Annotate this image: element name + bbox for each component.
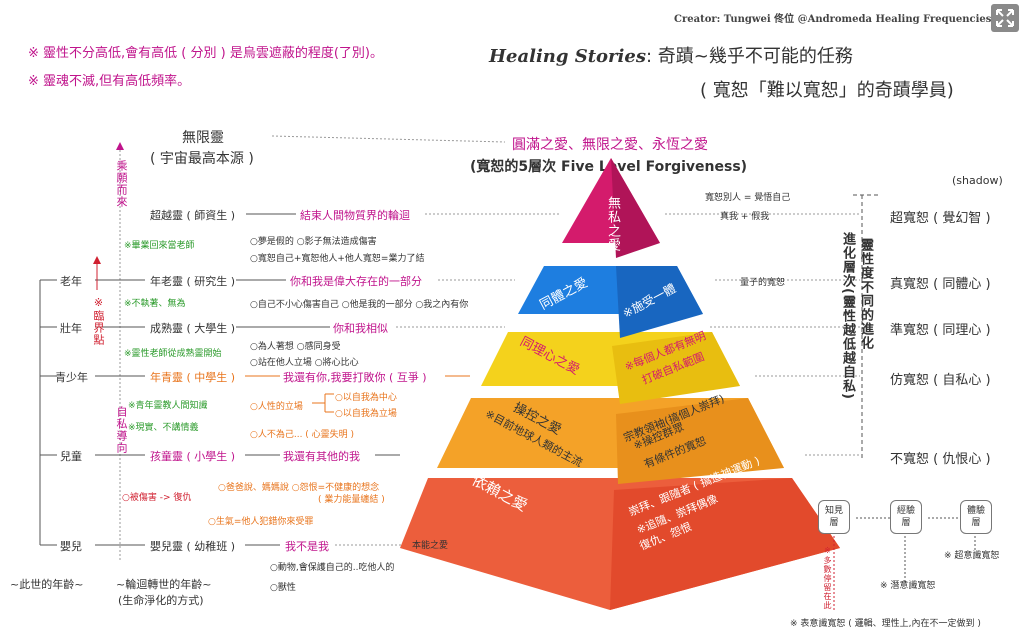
box-experience-label: 經驗層 <box>896 506 915 528</box>
level-young: 年青靈 ( 中學生 ) <box>150 371 236 384</box>
detail-empathy-2: ○站在他人立場 ○將心比心 <box>250 358 359 368</box>
infinite-spirit-sub: ( 宇宙最高本源 ) <box>150 151 254 167</box>
detail-anger: ○生氣=他人犯錯你來受罪 <box>208 517 314 527</box>
phrase-young: 我還有你,我要打敗你 ( 互爭 ) <box>283 371 427 384</box>
detail-beast: ○獸性 <box>270 583 296 593</box>
detail-part-of-me: ○自己不小心傷害自己 ○他是我的一部分 ○我之內有你 <box>250 300 469 310</box>
age-old: 老年 <box>60 275 82 288</box>
forgiveness-true: 真寬恕 ( 同體心 ) <box>890 277 991 292</box>
phrase-mature: 你和我相似 <box>333 322 388 335</box>
detail-parents-say: ○爸爸說、媽媽說 ○怨恨=不健康的想念 <box>218 483 380 493</box>
detail-human-stance: ○人性的立場 <box>250 402 303 412</box>
level-transcendent: 超越靈 ( 師資生 ) <box>150 209 236 222</box>
forgiveness-pseudo: 仿寬恕 ( 自私心 ) <box>890 373 991 388</box>
note-youth-teaches: ※青年靈教人間知識 <box>128 401 208 411</box>
infinite-spirit: 無限靈 <box>182 130 224 146</box>
page-subtitle: ( 寬恕「難以寬恕」的奇蹟學員) <box>700 80 954 101</box>
level-infant: 嬰兒靈 ( 幼稚班 ) <box>150 540 236 553</box>
age-infant: 嬰兒 <box>60 540 82 553</box>
pyramid-label-selfless: 無私之愛 <box>605 196 620 252</box>
level-old-soul: 年老靈 ( 研究生 ) <box>150 275 236 288</box>
box-embodiment-label: 體驗層 <box>966 506 985 528</box>
detail-instinct-love: 本能之愛 <box>412 541 449 551</box>
level-mature: 成熟靈 ( 大學生 ) <box>150 322 236 335</box>
vert-label-critical: ※臨界點 <box>92 296 105 346</box>
bottom-subconscious: ※ 潛意識寬恕 <box>880 581 936 591</box>
title-zh: : 奇蹟~幾乎不可能的任務 <box>645 46 853 67</box>
bottom-age-this-life: ~此世的年齡~ <box>10 578 84 591</box>
box-embodiment-layer: 體驗層 <box>960 500 992 534</box>
right-note-true-false-self: 真我 + 假我 <box>720 212 770 222</box>
title-en: Healing Stories <box>489 46 646 67</box>
forgiveness-quasi: 準寬恕 ( 同理心 ) <box>890 323 991 338</box>
detail-blind: ○人不為己... ( 心靈失明 ) <box>250 430 355 440</box>
note-non-attachment: ※不執著、無為 <box>124 299 186 309</box>
bottom-age-reincarnation: ~輪迴轉世的年齡~ <box>116 578 212 591</box>
note-revenge: ○被傷害 -> 復仇 <box>122 493 192 503</box>
box-knowledge-layer: 知見層 <box>818 500 850 534</box>
detail-self-center: ○以自我為中心 <box>335 393 397 403</box>
level-child: 孩童靈 ( 小學生 ) <box>150 450 236 463</box>
creator-credit: Creator: Tungwei 佟位 @Andromeda Healing F… <box>674 14 992 25</box>
forgiveness-none: 不寬恕 ( 仇恨心 ) <box>890 452 991 467</box>
perfect-love: 圓滿之愛、無限之愛、永恆之愛 <box>512 137 708 153</box>
note-line-2: ※ 靈魂不滅,但有高低頻率。 <box>28 74 191 89</box>
box-knowledge-label: 知見層 <box>824 506 843 528</box>
shadow-label: (shadow) <box>952 174 1003 187</box>
note-realistic: ※現實、不講情義 <box>128 423 199 433</box>
expand-button[interactable] <box>991 4 1019 32</box>
phrase-infant: 我不是我 <box>285 540 329 553</box>
age-adult: 壯年 <box>60 322 82 335</box>
vert-most-stay: ※多數停留在此 <box>823 546 832 610</box>
right-note-awaken: 寬恕別人 = 覺悟自己 <box>705 193 791 203</box>
note-spiritual-teacher: ※靈性老師從成熟靈開始 <box>124 349 222 359</box>
right-note-quantum: 量子的寬恕 <box>740 278 786 288</box>
age-youth: 青少年 <box>55 371 88 384</box>
detail-empathy-1: ○為人著想 ○感同身受 <box>250 342 341 352</box>
detail-karma-tangle: ( 業力能量纏結 ) <box>318 495 385 505</box>
box-experience-layer: 經驗層 <box>890 500 922 534</box>
vert-spiritual-evolution: 靈性度不同的進化 <box>858 238 873 350</box>
expand-icon <box>996 9 1014 27</box>
note-graduate-teacher: ※畢業回來當老師 <box>124 241 195 251</box>
phrase-transcendent: 結束人間物質界的輪迴 <box>300 209 410 222</box>
note-line-1: ※ 靈性不分高低,會有高低 ( 分別 ) 是烏雲遮蔽的程度(了別)。 <box>28 46 383 61</box>
bottom-purification: (生命淨化的方式) <box>118 594 204 607</box>
forgiveness-super: 超寬恕 ( 覺幻智 ) <box>890 211 991 226</box>
vert-evolution-level: 進化層次(靈性越低越自私) <box>840 232 855 400</box>
detail-forgive-karma: ○寬恕自己+寬恕他人+他人寬恕=業力了結 <box>250 254 425 264</box>
vert-label-top: 乘願而來 <box>115 160 128 208</box>
bottom-conscious: ※ 表意識寬恕 ( 邏輯、理性上,內在不一定做到 ) <box>790 619 981 629</box>
age-child: 兒童 <box>60 450 82 463</box>
phrase-child: 我還有其他的我 <box>283 450 360 463</box>
detail-self-stance: ○以自我為立場 <box>335 409 397 419</box>
detail-dream-false: ○夢是假的 ○影子無法造成傷害 <box>250 237 377 247</box>
vert-label-selfish: 自私導向 <box>115 406 128 454</box>
page-title: Healing Stories: 奇蹟~幾乎不可能的任務 <box>489 42 853 68</box>
detail-animal: ○動物,會保護自己的..吃他人的 <box>270 563 395 573</box>
phrase-old-soul: 你和我是偉大存在的一部分 <box>290 275 422 288</box>
bottom-superconscious: ※ 超意識寬恕 <box>944 551 1000 561</box>
